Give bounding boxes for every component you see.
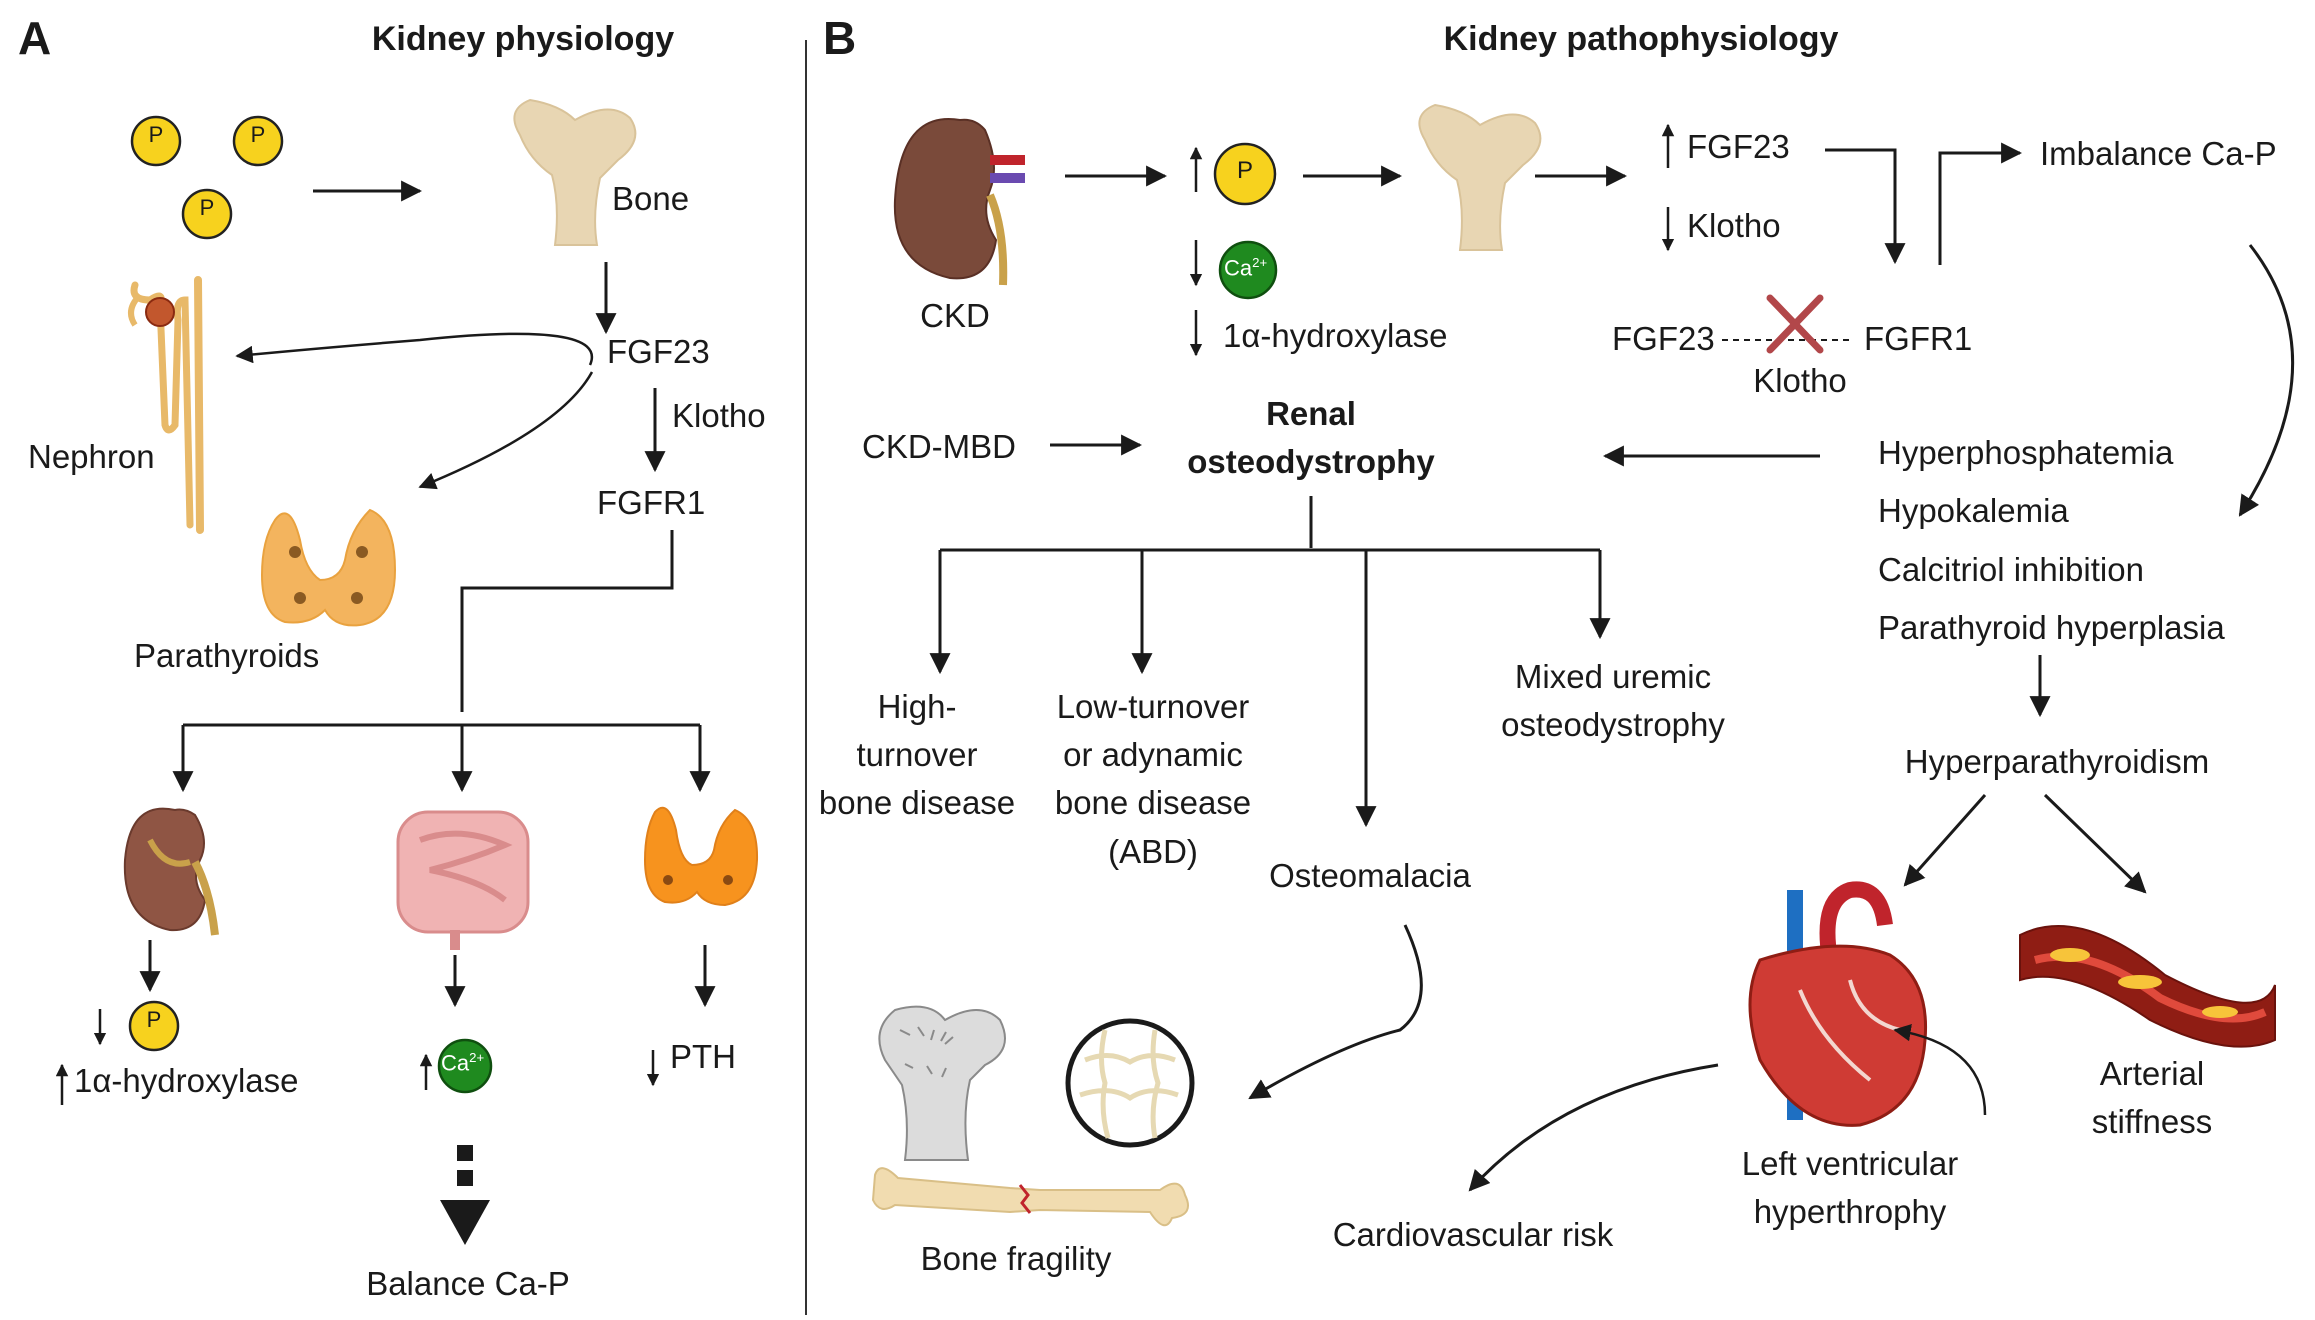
phosphate-label: P xyxy=(146,1007,162,1032)
arrow-fgf23-to-receptor xyxy=(1825,148,1906,265)
klotho-blocked-label: Klotho xyxy=(1753,362,1847,399)
mixed-uremic-line1: Mixed uremic xyxy=(1514,658,1712,695)
parathyroids-label: Parathyroids xyxy=(134,637,320,674)
condition-item: Calcitriol inhibition xyxy=(1878,551,2144,588)
pth-label: PTH xyxy=(670,1038,736,1075)
panel-a-letter: A xyxy=(18,12,52,64)
lvh-line2: hyperthrophy xyxy=(1753,1193,1947,1230)
calcium-icon xyxy=(437,1038,493,1094)
arrow-guide xyxy=(394,365,590,490)
condition-item: Hyperphosphatemia xyxy=(1878,434,2174,471)
kidney-icon xyxy=(123,807,219,936)
arrow-to-lv-wall xyxy=(1893,1023,1987,1116)
arterial-line2: stiffness xyxy=(2091,1103,2213,1140)
phosphate-icon xyxy=(1213,142,1277,206)
phosphate-label: P xyxy=(199,195,215,220)
intestine-icon xyxy=(396,810,530,950)
condition-item: Hypokalemia xyxy=(1878,492,2069,529)
imbalance-label: Imbalance Ca-P xyxy=(2040,135,2277,172)
bone-fragility-label: Bone fragility xyxy=(920,1240,1112,1277)
renal-osteodystrophy-line1: Renal xyxy=(1266,395,1356,432)
arrow-to-balance xyxy=(440,1200,490,1245)
panel-a-title: Kidney physiology xyxy=(371,20,675,58)
phosphate-icon xyxy=(128,1000,180,1052)
phosphate-label: P xyxy=(1236,157,1254,184)
arrow-fgf23-to-parathyroids xyxy=(418,371,594,490)
arterial-line1: Arterial xyxy=(2099,1055,2205,1092)
bone-icon xyxy=(1418,103,1542,251)
phosphate-icon xyxy=(181,188,233,240)
porous-bone-icon xyxy=(878,1005,1006,1161)
ckd-label: CKD xyxy=(920,297,990,334)
heart-icon xyxy=(1748,881,1928,1127)
condition-item: Parathyroid hyperplasia xyxy=(1878,609,2225,646)
mixed-uremic-line2: osteodystrophy xyxy=(1501,706,1725,743)
arrow-hyperpara-to-artery xyxy=(2043,793,2147,894)
arrow-to-imbalance xyxy=(1938,142,2023,265)
low-turnover-line2: or adynamic xyxy=(1063,736,1243,773)
klotho-label: Klotho xyxy=(672,397,766,434)
ckd-mbd-label: CKD-MBD xyxy=(862,428,1016,465)
low-turnover-line3: bone disease xyxy=(1054,784,1252,821)
nephron-label: Nephron xyxy=(28,438,155,475)
phosphate-icon xyxy=(130,115,182,167)
calcium-label: Ca2+ xyxy=(441,1050,485,1076)
osteomalacia-label: Osteomalacia xyxy=(1269,857,1471,894)
high-turnover-line2: turnover xyxy=(856,736,978,773)
fgf23-receptor-label: FGF23 xyxy=(1612,320,1715,357)
phosphate-label: P xyxy=(250,122,266,147)
fgf23-label: FGF23 xyxy=(1687,128,1790,165)
high-turnover-line1: High- xyxy=(877,688,957,725)
parathyroid-gland-icon xyxy=(643,806,759,907)
connector-fgfr1 xyxy=(460,530,674,712)
arrow-lvh-to-cardio-risk xyxy=(1468,1063,1719,1192)
artery-icon xyxy=(2019,925,2276,1048)
fractured-bone-icon xyxy=(871,1167,1189,1227)
nephron-icon xyxy=(128,276,204,534)
fgfr1-label: FGFR1 xyxy=(1864,320,1973,357)
high-turnover-line3: bone disease xyxy=(818,784,1016,821)
parathyroid-gland-icon xyxy=(260,508,397,627)
bone-icon xyxy=(513,98,637,246)
panel-b-title: Kidney pathophysiology xyxy=(1443,20,1839,58)
lvh-line1: Left ventricular xyxy=(1741,1145,1959,1182)
fgfr1-label: FGFR1 xyxy=(597,484,706,521)
low-turnover-line4: (ABD) xyxy=(1108,833,1198,870)
dash-segment xyxy=(457,1145,473,1161)
arrow-osteomalacia-to-fragility xyxy=(1248,924,1423,1100)
phosphate-icon xyxy=(232,115,284,167)
phosphate-label: P xyxy=(148,122,164,147)
arrow-fgf23-to-nephron xyxy=(235,332,593,366)
panel-b-letter: B xyxy=(823,12,857,64)
hydroxylase-label: 1α-hydroxylase xyxy=(1223,317,1448,354)
bone-microstructure-icon xyxy=(1065,1018,1195,1148)
renal-osteodystrophy-line2: osteodystrophy xyxy=(1187,443,1435,480)
arrow-hyperpara-to-heart xyxy=(1903,794,1987,887)
klotho-label: Klotho xyxy=(1687,207,1781,244)
dash-segment xyxy=(457,1170,473,1186)
calcium-icon xyxy=(1218,240,1278,300)
blocked-cross-icon xyxy=(1766,294,1824,354)
arrow-guide xyxy=(420,370,590,490)
hydroxylase-label: 1α-hydroxylase xyxy=(74,1062,299,1099)
fgf23-label: FGF23 xyxy=(607,333,710,370)
balance-label: Balance Ca-P xyxy=(366,1265,570,1302)
calcium-label: Ca2+ xyxy=(1224,255,1268,281)
low-turnover-line1: Low-turnover xyxy=(1056,688,1250,725)
arrow-imbalance-to-conditions xyxy=(2238,244,2294,517)
bone-label: Bone xyxy=(612,180,690,217)
hyperparathyroidism-label: Hyperparathyroidism xyxy=(1904,743,2210,780)
ckd-kidney-icon xyxy=(893,118,1025,286)
cardiovascular-risk-label: Cardiovascular risk xyxy=(1332,1216,1614,1253)
